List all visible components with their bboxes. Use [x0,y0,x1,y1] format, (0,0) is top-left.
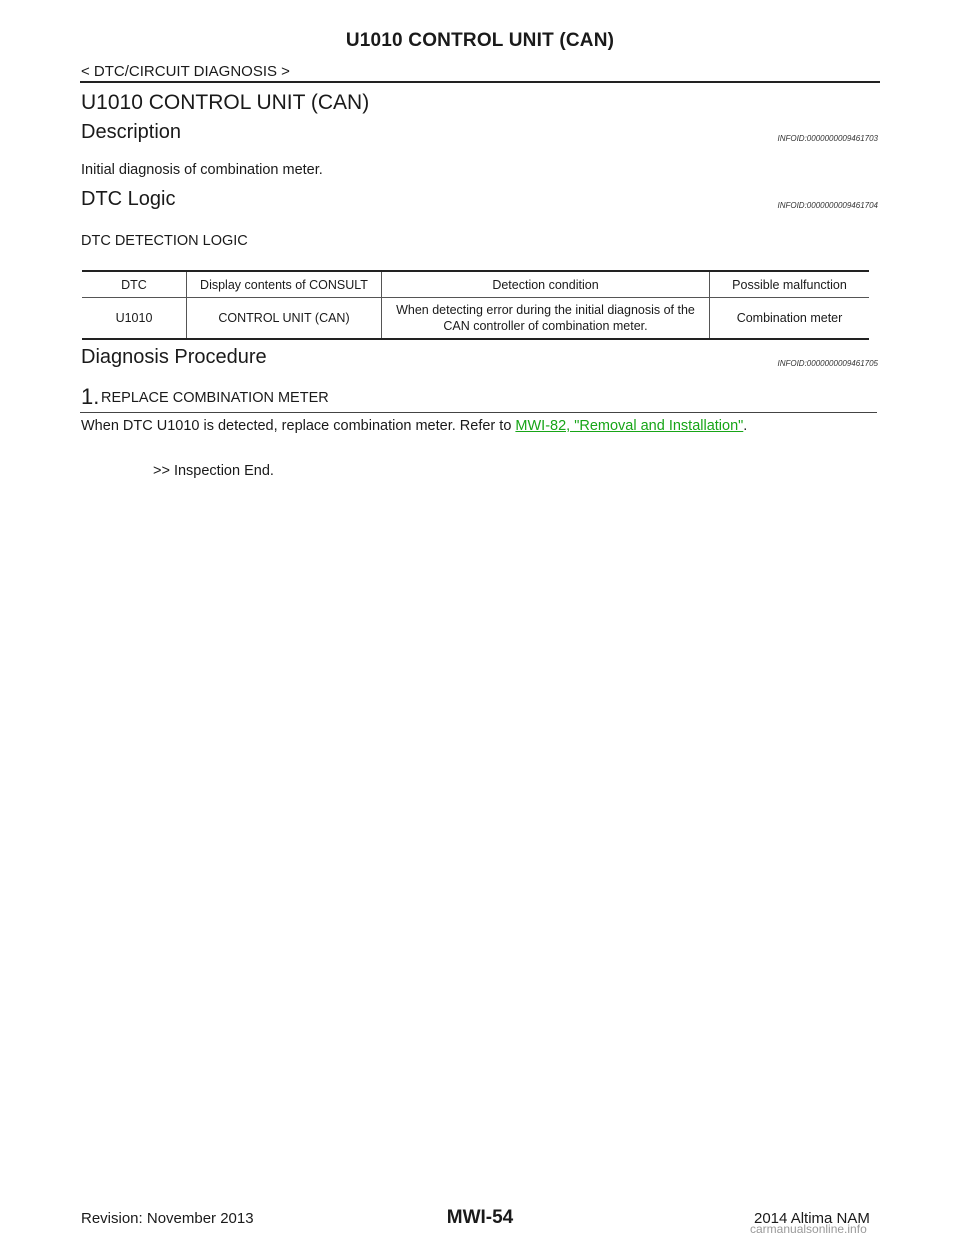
col-header-malfunction: Possible malfunction [709,271,869,298]
table-row: U1010 CONTROL UNIT (CAN) When detecting … [82,297,869,339]
breadcrumb: < DTC/CIRCUIT DIAGNOSIS > [81,63,290,80]
cell-condition: When detecting error during the initial … [381,297,710,339]
step-number: 1. [81,384,100,409]
description-infoid: INFOID:0000000009461703 [777,134,878,143]
step-text-before: When DTC U1010 is detected, replace comb… [81,418,516,434]
col-header-dtc: DTC [82,271,187,298]
table-header-row: DTC Display contents of CONSULT Detectio… [82,271,869,298]
page-header-title: U1010 CONTROL UNIT (CAN) [345,30,615,51]
footer-revision: Revision: November 2013 [81,1210,254,1227]
cell-display: CONTROL UNIT (CAN) [186,297,382,339]
inspection-result: >> Inspection End. [153,463,274,479]
description-heading: Description [81,121,182,143]
footer-model: 2014 Altima NAM [754,1210,870,1227]
step-text-after: . [743,418,748,434]
diagnosis-infoid: INFOID:0000000009461705 [777,359,878,368]
watermark: carmanualsonline.info [750,1222,867,1236]
description-text: Initial diagnosis of combination meter. [81,162,323,178]
dtc-table: DTC Display contents of CONSULT Detectio… [82,270,869,340]
col-header-display: Display contents of CONSULT [186,271,382,298]
step-divider [80,412,877,413]
cell-dtc: U1010 [115,311,153,325]
removal-installation-link[interactable]: MWI-82, "Removal and Installation" [515,418,744,434]
col-header-condition: Detection condition [381,271,710,298]
cell-malfunction: Combination meter [709,297,869,339]
header-divider [80,81,880,83]
dtc-logic-heading: DTC Logic [81,188,176,210]
footer-page-number: MWI-54 [446,1207,514,1228]
dtc-detection-logic-subheading: DTC DETECTION LOGIC [81,233,248,249]
dtc-logic-infoid: INFOID:0000000009461704 [777,201,878,210]
diagnosis-procedure-heading: Diagnosis Procedure [81,346,267,368]
section-title: U1010 CONTROL UNIT (CAN) [81,91,370,114]
step-instruction: When DTC U1010 is detected, replace comb… [81,418,747,434]
step-title: REPLACE COMBINATION METER [101,390,329,406]
